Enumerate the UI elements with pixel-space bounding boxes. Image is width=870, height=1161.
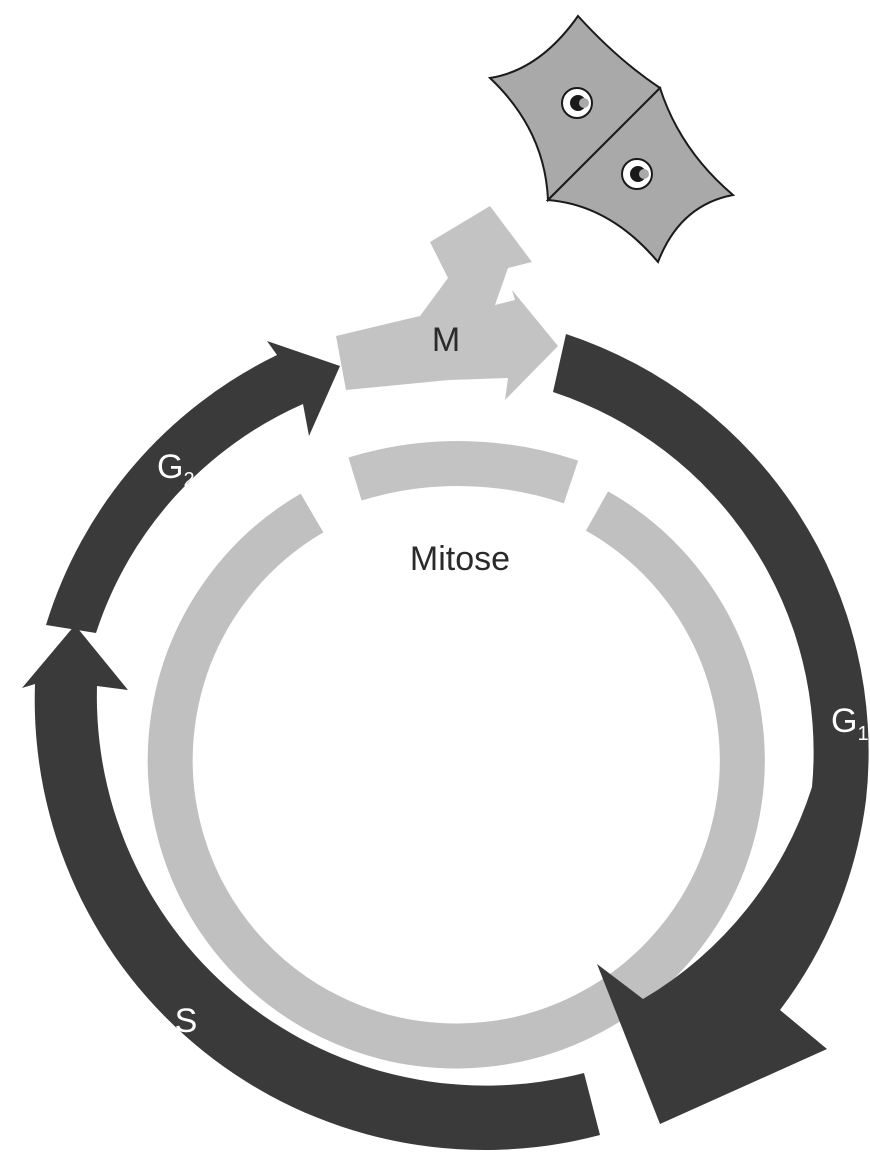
mitosis-arrow — [336, 206, 558, 400]
g1-phase-arrow — [553, 334, 869, 1124]
g1-label-base: G — [831, 702, 857, 740]
g2-label-sub: 2 — [183, 469, 194, 491]
mitosis-arrow-body — [336, 206, 558, 400]
g2-label-base: G — [157, 448, 183, 486]
inner-ring — [147, 441, 765, 1069]
nucleus-top — [561, 87, 593, 119]
g1-label: G1 — [831, 702, 869, 745]
inner-ring-top-segment — [348, 441, 579, 504]
g1-label-sub: 1 — [857, 723, 868, 745]
daughter-cells — [487, 14, 736, 264]
mitose-label: Mitose — [410, 540, 510, 578]
nucleus-bottom — [621, 158, 653, 190]
inner-ring-left-segment — [147, 491, 765, 1069]
m-label: M — [432, 321, 460, 359]
g2-phase-arrow — [46, 341, 340, 633]
s-label: S — [175, 1002, 198, 1040]
s-phase-arrow — [22, 625, 600, 1151]
g2-label: G2 — [157, 448, 195, 491]
